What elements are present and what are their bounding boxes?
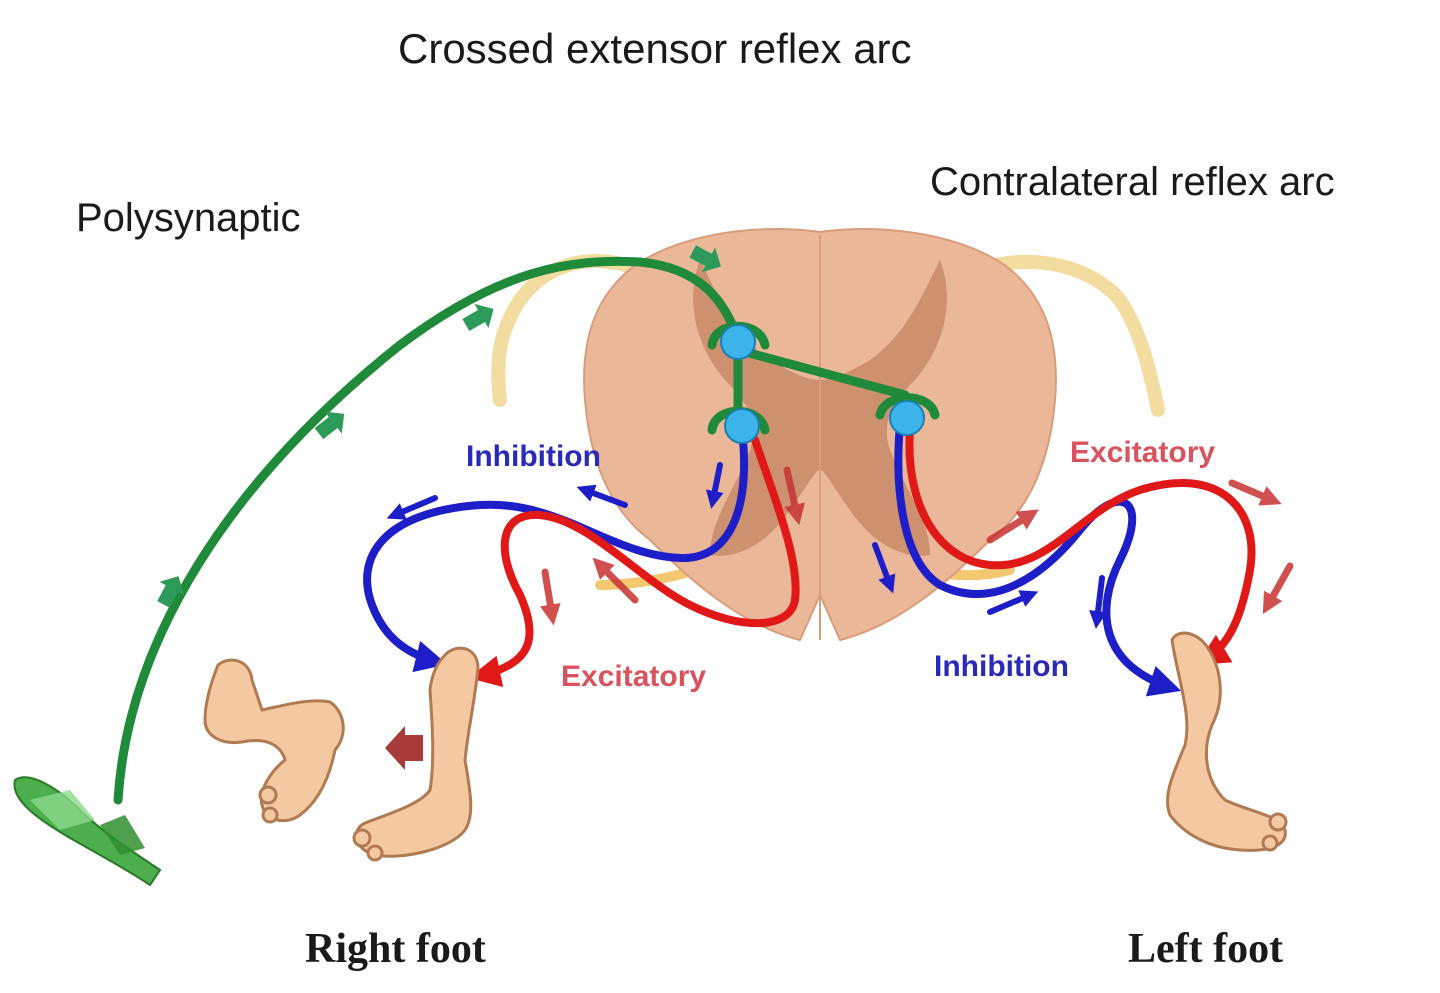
inhib-arrow-6 — [1089, 575, 1108, 629]
excitatory-direction-arrows — [539, 466, 1294, 626]
left-leg — [1166, 631, 1287, 852]
excit-arrow-6 — [1262, 562, 1294, 615]
right-flexed-toe-1 — [258, 785, 278, 805]
right-foot-flexed — [203, 658, 345, 824]
inhibitory-direction-arrows — [386, 462, 1108, 629]
excitatory-label-left: Excitatory — [561, 660, 707, 693]
right-extended-toe-2 — [366, 844, 384, 862]
excit-arrow-4 — [986, 509, 1039, 544]
right-dorsal-root — [968, 255, 1165, 417]
excitatory-label-right: Excitatory — [1070, 436, 1216, 469]
stimulus-shard-3 — [100, 815, 145, 855]
inhib-arrow-5 — [987, 590, 1039, 615]
interneuron-horizontal — [733, 345, 910, 400]
inhibition-label-left: Inhibition — [466, 440, 601, 473]
left-toe-2 — [1261, 834, 1279, 852]
left-foot — [1166, 631, 1288, 852]
interneuron-right — [889, 400, 925, 436]
sensory-neuron-axon — [113, 256, 743, 805]
diagram-title: Crossed extensor reflex arc — [398, 25, 912, 72]
sensory-pathway — [113, 256, 940, 805]
stimulus-shard-1 — [13, 776, 162, 887]
sensory-arrow-3 — [462, 303, 494, 332]
left-inhibitory-neuron — [363, 426, 748, 673]
right-leg-flexed — [203, 658, 345, 823]
right-foot-extended — [352, 646, 480, 862]
inhibition-label-right: Inhibition — [934, 650, 1069, 683]
excit-arrow-5 — [1228, 479, 1282, 506]
excit-arrow-2 — [592, 557, 639, 604]
inhib-arrow-2 — [576, 484, 628, 508]
contralateral-heading: Contralateral reflex arc — [930, 160, 1335, 204]
withdrawal-movement-arrow — [385, 726, 423, 770]
left-toe-1 — [1268, 812, 1288, 832]
stimulus-shard-2 — [30, 790, 95, 830]
left-excitatory-neuron — [468, 436, 800, 688]
right-flexed-toe-2 — [261, 806, 279, 824]
interneurons — [720, 324, 925, 444]
right-excitatory-neuron — [905, 426, 1256, 665]
excitatory-pathways — [468, 426, 1256, 688]
inhib-arrow-4 — [872, 542, 896, 594]
excit-arrow-3 — [539, 568, 561, 626]
sensory-arrow-4 — [689, 245, 721, 273]
sensory-direction-arrows — [157, 245, 721, 608]
interneuron-upper-left — [720, 324, 756, 360]
pain-stimulus-icon — [13, 776, 162, 887]
sensory-arrow-2 — [314, 411, 345, 440]
interneuron-lower-left — [724, 408, 760, 444]
inhib-arrow-3 — [386, 495, 438, 520]
sensory-arrow-1 — [157, 576, 185, 608]
left-foot-label: Left foot — [1128, 926, 1284, 972]
right-extended-toe-1 — [352, 828, 372, 848]
interneuron-cap-right — [875, 393, 940, 420]
polysynaptic-heading: Polysynaptic — [76, 196, 301, 240]
inhib-arrow-1 — [705, 462, 724, 509]
excit-arrow-1 — [783, 466, 805, 526]
right-foot-label: Right foot — [305, 926, 486, 972]
